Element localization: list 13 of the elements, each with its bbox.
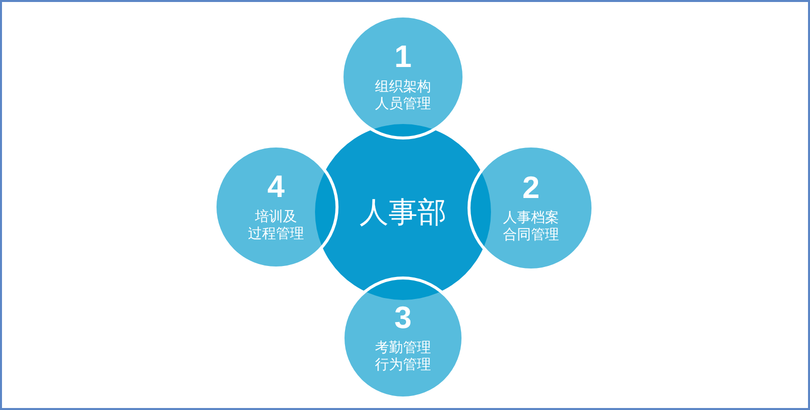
topic-label: 组织架构	[375, 78, 431, 96]
topic-label: 培训及	[255, 208, 297, 226]
step-number: 3	[394, 302, 412, 332]
step-number: 2	[522, 172, 540, 202]
topic-label: 行为管理	[375, 356, 431, 374]
step-number: 4	[267, 172, 285, 202]
topic-label: 人事档案	[503, 210, 559, 226]
topic-label: 合同管理	[503, 226, 559, 244]
step-number: 1	[394, 42, 412, 72]
hub-label: 人事部	[360, 195, 446, 229]
topic-label: 人员管理	[375, 96, 431, 112]
topic-label: 过程管理	[248, 226, 304, 242]
topic-label: 考勤管理	[375, 340, 431, 356]
